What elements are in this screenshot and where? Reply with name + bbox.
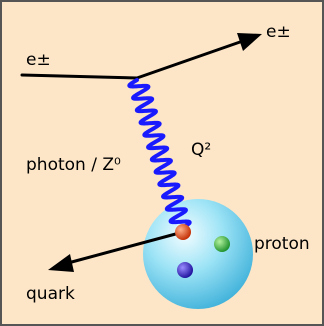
quark-green xyxy=(214,236,230,252)
momentum-transfer-label: Q² xyxy=(191,142,211,159)
incoming-electron-label: e± xyxy=(26,52,51,69)
quark-blue xyxy=(177,262,193,278)
proton-sphere xyxy=(143,199,253,309)
quark-label: quark xyxy=(26,286,75,303)
boson-label: photon / Z⁰ xyxy=(26,157,121,174)
quark-red xyxy=(175,224,191,240)
outgoing-electron-label: e± xyxy=(266,24,291,41)
proton-label: proton xyxy=(254,236,310,253)
